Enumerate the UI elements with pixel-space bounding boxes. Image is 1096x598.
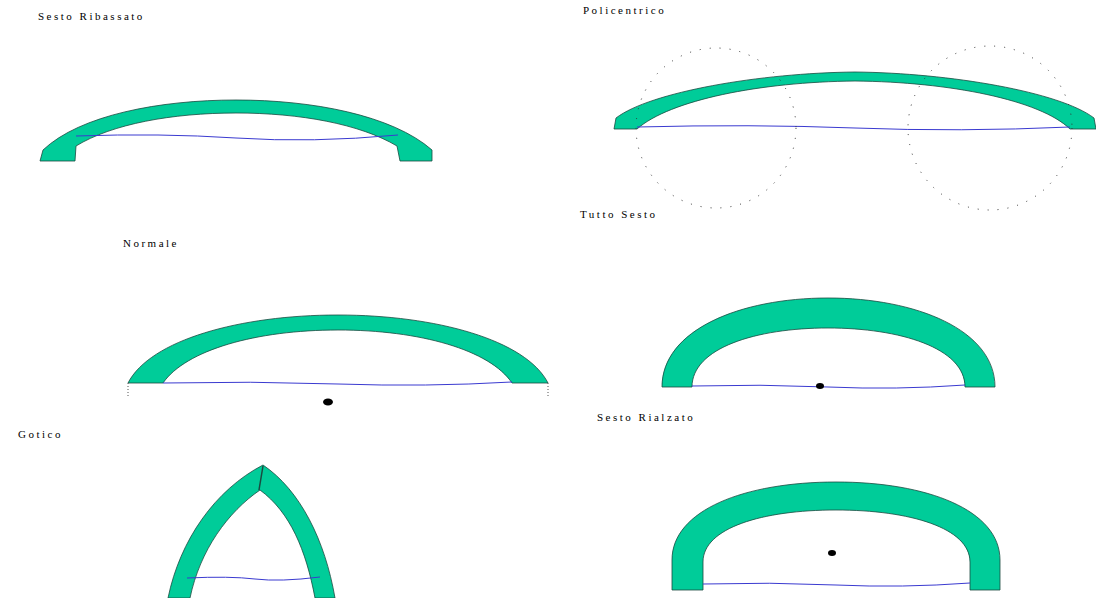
tick-mark <box>548 383 549 396</box>
arch-type-label: Sesto Ribassato <box>38 10 145 23</box>
centre-point <box>323 399 333 406</box>
springing-line <box>692 385 965 388</box>
arch-type-label: Gotico <box>18 428 63 441</box>
multicentred-arch <box>614 72 1096 129</box>
springing-line <box>76 135 398 140</box>
normal-arch <box>128 315 548 383</box>
tick-mark <box>128 383 129 396</box>
stilted-arch <box>672 482 1000 590</box>
springing-line <box>703 583 970 586</box>
springing-line <box>637 126 1070 130</box>
centre-point <box>816 383 824 389</box>
round-arch <box>662 298 995 387</box>
arch-type-label: Sesto Rialzato <box>597 411 695 424</box>
arch-type-label: Normale <box>123 237 179 250</box>
arch-type-label: Tutto Sesto <box>580 208 658 221</box>
springing-line <box>187 577 320 580</box>
pointed-arch <box>168 465 335 598</box>
arch-type-label: Policentrico <box>583 4 666 17</box>
construction-circle <box>908 46 1072 210</box>
keystone-joint <box>259 466 263 490</box>
springing-line <box>163 382 512 385</box>
construction-circle <box>636 48 796 208</box>
segmental-arch <box>40 100 432 161</box>
centre-point <box>828 550 836 556</box>
